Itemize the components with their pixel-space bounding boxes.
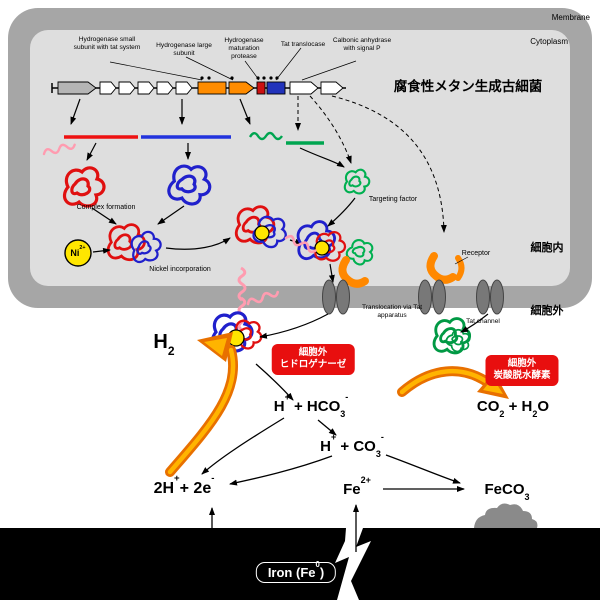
iron-surface <box>0 503 600 600</box>
gene-marker-dots <box>200 76 279 80</box>
feco3-deposit <box>474 503 538 528</box>
receptor-leader <box>454 256 469 265</box>
nickel-ion-label: Ni2+ <box>70 245 86 258</box>
nickel-arrow <box>92 247 111 254</box>
nickel-ion <box>64 239 92 267</box>
gene-label-tat-translocase: Tat translocase <box>280 41 326 48</box>
fe2-formula: Fe2+ <box>343 475 371 498</box>
translation-arrows <box>86 142 345 168</box>
receptor-left <box>338 256 369 288</box>
translocation-label: Translocation via Tat apparatus <box>361 304 423 319</box>
complex-formation-label: Complex formation <box>76 204 136 211</box>
anhydrase-badge-line2: 炭酸脱水酵素 <box>493 370 551 382</box>
reaction-arrows <box>201 363 465 575</box>
nickel-incorporation-arrow <box>165 237 231 250</box>
corrosion-crack <box>335 528 371 600</box>
gene-label-carbonic-anhydrase: Calbonic anhydrase with signal P <box>332 37 392 52</box>
targeting-factor-label: Targeting factor <box>368 196 418 203</box>
h-hco3-formula: H+ + HCO3- <box>273 392 349 419</box>
gene-label-small-subunit: Hydrogenase small subunit with tat syste… <box>73 36 141 51</box>
gene-label-large-subunit: Hydrogenase large subunit <box>156 42 212 57</box>
membrane-label: Membrane <box>551 13 590 22</box>
membrane-channels <box>322 279 504 315</box>
anhydrase-badge-line1: 細胞外 <box>507 358 537 369</box>
hydrogenase-badge-line2: ヒドロゲナーゼ <box>279 359 347 371</box>
iron-label: Iron (Fe0) <box>255 561 337 583</box>
docking-arrow <box>328 263 335 283</box>
hydrogenase-badge-line1: 細胞外 <box>298 347 328 358</box>
transcription-arrows <box>70 98 251 125</box>
2h-2e-formula: 2H++ 2e- <box>153 473 215 497</box>
receptor-right <box>426 252 465 284</box>
mrna-transcripts <box>64 131 324 145</box>
tat-channel-label: Tat channel <box>466 318 500 325</box>
receptor-label: Receptor <box>461 250 491 257</box>
targeting-arrow <box>327 197 356 227</box>
anhydrase-badge: 細胞外 炭酸脱水酵素 <box>485 355 559 386</box>
export-arrow <box>259 313 329 339</box>
feco3-formula: FeCO3 <box>484 481 530 502</box>
organism-title: 腐食性メタン生成古細菌 <box>393 79 543 94</box>
gene-operon <box>51 76 346 95</box>
h2-formula: H2 <box>153 331 175 359</box>
gene-label-leaders <box>109 47 357 81</box>
anhydrase-export-arrow <box>460 313 489 333</box>
cytoplasm-label: Cytoplasm <box>530 37 568 46</box>
targeted-complex <box>283 217 347 263</box>
nickel-incorporation-label: Nickel incorporation <box>149 266 211 273</box>
expression-dashed-paths <box>295 95 447 233</box>
complex-with-nickel <box>234 205 292 253</box>
extracellular-label: 細胞外 <box>530 305 564 317</box>
h-co3-formula: H+ + CO3- <box>320 432 384 459</box>
gene-label-protease: Hydrogenase maturation protease <box>224 37 264 60</box>
complex-formation-arrows <box>91 205 185 225</box>
intracellular-label: 細胞内 <box>530 242 564 254</box>
cell-membrane <box>8 8 592 308</box>
hydrogenase-catalysis-arrow <box>165 332 239 477</box>
hydrogenase-badge: 細胞外 ヒドロゲナーゼ <box>271 344 355 375</box>
co2-h2o-formula: CO2 + H2O <box>476 398 550 419</box>
